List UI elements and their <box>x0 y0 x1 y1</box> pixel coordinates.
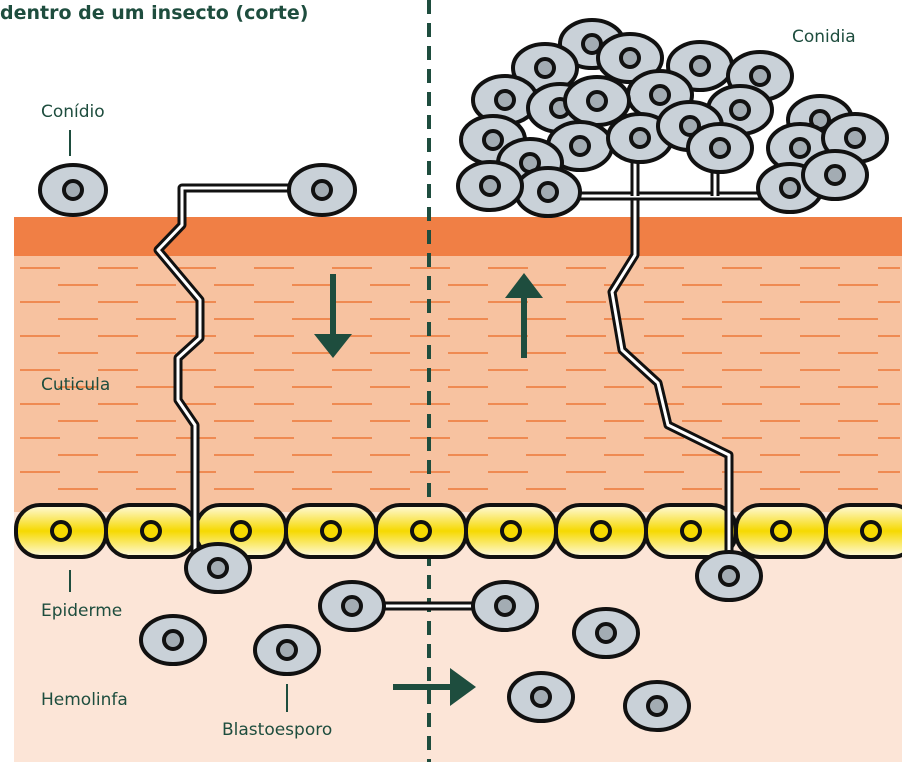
blastospore <box>255 626 319 674</box>
blastospore <box>320 582 384 630</box>
label-conidia: Conidia <box>792 27 856 47</box>
conidium <box>688 124 752 172</box>
label-blastoesporo: Blastoesporo <box>222 720 332 740</box>
blastospore <box>697 552 761 600</box>
conidium <box>803 151 867 199</box>
epidermis-cell <box>376 505 466 557</box>
cuticle-layer <box>14 256 902 512</box>
blastospore <box>473 582 537 630</box>
conidium <box>516 168 580 216</box>
epidermis-cell <box>736 505 826 557</box>
epidermis-cell <box>286 505 376 557</box>
label-conidio: Conídio <box>41 102 105 122</box>
blastospore <box>141 616 205 664</box>
blastospore <box>186 544 250 592</box>
epidermis-cells <box>16 505 902 557</box>
label-cuticula: Cuticula <box>41 375 110 395</box>
conidium <box>458 162 522 210</box>
epidermis-cell <box>106 505 196 557</box>
epidermis-cell <box>466 505 556 557</box>
label-epiderme: Epiderme <box>41 601 122 621</box>
conidium <box>289 165 355 215</box>
blastospore <box>625 682 689 730</box>
epidermis-cell <box>556 505 646 557</box>
conidium <box>40 165 106 215</box>
diagram-title: dentro de um insecto (corte) <box>0 2 308 24</box>
epidermis-cell <box>826 505 902 557</box>
blastospore <box>574 609 638 657</box>
blastospore <box>509 673 573 721</box>
cuticle-top-layer <box>14 217 902 256</box>
label-hemolinfa: Hemolinfa <box>41 690 128 710</box>
epidermis-cell <box>16 505 106 557</box>
epidermis-cell <box>646 505 736 557</box>
